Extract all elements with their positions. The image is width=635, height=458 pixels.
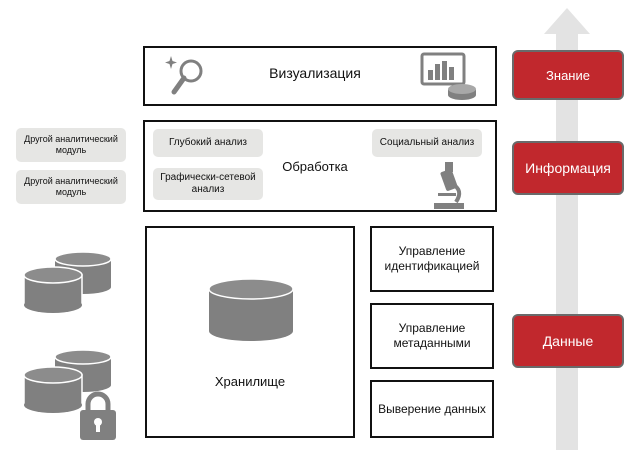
database-stack-icon [23,251,112,313]
other-module-2-label: Другой аналитический модуль [24,176,118,197]
graph-network-analysis-pill: Графически-сетевой анализ [153,168,263,200]
storage-title: Хранилище [214,374,286,389]
social-analysis-label: Социальный анализ [379,137,475,148]
knowledge-badge: Знание [512,50,624,100]
information-badge: Информация [512,141,624,195]
identity-management-box: Управление идентификацией [370,226,494,292]
data-label: Данные [542,333,594,349]
visualization-title: Визуализация [269,65,361,81]
information-label: Информация [525,160,611,176]
deep-analysis-pill: Глубокий анализ [153,129,263,157]
graph-network-analysis-label: Графически-сетевой анализ [160,172,256,195]
processing-title: Обработка [282,159,348,174]
magnifier-sparkle-icon [165,56,203,95]
knowledge-label: Знание [546,67,590,83]
other-module-1-label: Другой аналитический модуль [24,134,118,155]
other-module-1: Другой аналитический модуль [16,128,126,162]
metadata-management-label: Управление метаданными [393,321,471,350]
social-analysis-pill: Социальный анализ [372,129,482,157]
metadata-management-box: Управление метаданными [370,303,494,369]
identity-management-label: Управление идентификацией [384,244,480,273]
dashboard-chart-icon [420,52,476,100]
other-module-2: Другой аналитический модуль [16,170,126,204]
secure-database-lock-icon [23,349,116,440]
data-badge: Данные [512,314,624,368]
microscope-icon [434,162,464,209]
deep-analysis-label: Глубокий анализ [168,137,248,148]
data-reconciliation-label: Выверение данных [378,401,486,416]
data-reconciliation-box: Выверение данных [370,380,494,438]
upward-arrow [544,8,590,450]
database-cylinder-icon [208,278,294,341]
